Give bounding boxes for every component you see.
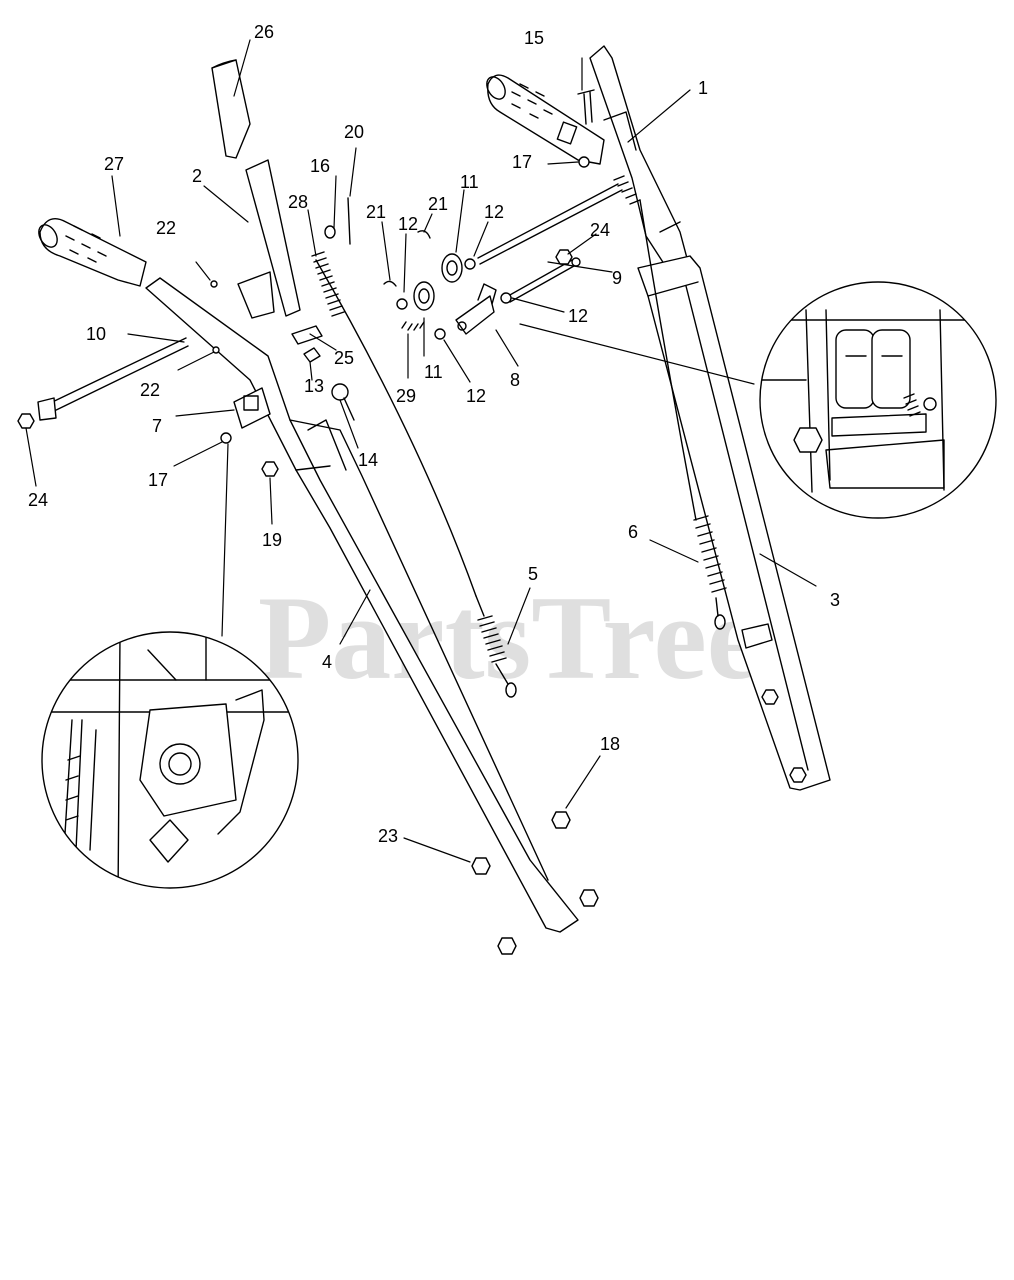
label-15: 15	[524, 28, 544, 48]
bracket-part-7	[233, 387, 271, 429]
label-14: 14	[358, 450, 378, 470]
label-7: 7	[152, 416, 162, 436]
label-9: 9	[612, 268, 622, 288]
label-2: 2	[192, 166, 202, 186]
label-4: 4	[322, 652, 332, 672]
right-handle-upper-part-1	[589, 45, 689, 271]
label-21-a: 21	[366, 202, 386, 222]
control-cable-right	[639, 199, 697, 521]
label-22-b: 22	[140, 380, 160, 400]
spring-part-28	[311, 251, 345, 317]
rod-part-9	[507, 257, 581, 303]
bracket-part-8	[455, 283, 497, 335]
pulley-part-11-lower	[413, 281, 435, 311]
rod-upper	[477, 183, 623, 265]
spring-part-29	[401, 321, 425, 331]
pin-part-13	[303, 347, 321, 363]
pin-part-15	[577, 89, 595, 125]
label-20: 20	[344, 122, 364, 142]
label-27: 27	[104, 154, 124, 174]
label-11-upper: 11	[460, 172, 479, 192]
control-cable-left	[315, 259, 485, 617]
label-11-lower: 11	[424, 362, 443, 382]
clip-part-20	[347, 197, 351, 245]
label-24-a: 24	[590, 220, 610, 240]
label-26: 26	[254, 22, 274, 42]
label-21-b: 21	[428, 194, 448, 214]
label-3: 3	[830, 590, 840, 610]
label-1: 1	[698, 78, 708, 98]
left-handle-main-part-4	[145, 277, 579, 933]
label-17-b: 17	[148, 470, 168, 490]
label-5: 5	[528, 564, 538, 584]
watermark: PartsTree	[258, 571, 760, 704]
right-handle-lower-part-3	[637, 255, 831, 791]
label-25: 25	[334, 348, 354, 368]
detail-circle-left	[41, 631, 299, 889]
label-18: 18	[600, 734, 620, 754]
label-12-d: 12	[466, 386, 486, 406]
spring-part-5	[477, 615, 517, 698]
label-12-b: 12	[484, 202, 504, 222]
label-12-a: 12	[398, 214, 418, 234]
label-22-a: 22	[156, 218, 176, 238]
label-12-c: 12	[568, 306, 588, 326]
label-10: 10	[86, 324, 106, 344]
right-grip	[486, 74, 605, 165]
small-hardware	[17, 156, 807, 955]
label-29: 29	[396, 386, 416, 406]
label-16: 16	[310, 156, 330, 176]
pulley-part-11-upper	[441, 253, 463, 283]
part-25	[291, 325, 323, 345]
label-13: 13	[304, 376, 324, 396]
label-6: 6	[628, 522, 638, 542]
spring-right-top	[613, 175, 641, 205]
label-8: 8	[510, 370, 520, 390]
label-23: 23	[378, 826, 398, 846]
rod-part-10	[37, 337, 189, 421]
left-grip-upper	[211, 59, 251, 159]
leader-lines	[25, 39, 817, 863]
pin-part-14	[331, 383, 355, 421]
label-17-a: 17	[512, 152, 532, 172]
label-24-b: 24	[28, 490, 48, 510]
left-grip-27	[38, 218, 147, 287]
washer-part-16	[324, 225, 336, 239]
left-handle-upper-part-2	[237, 159, 301, 319]
label-28: 28	[288, 192, 308, 212]
part-labels: 1 2 3 4 5 6 7 8 9 10 11 11 12 12 12 12 1…	[28, 22, 840, 846]
spring-part-6	[693, 515, 727, 630]
detail-circle-right	[759, 281, 997, 519]
label-19: 19	[262, 530, 282, 550]
clips-part-21	[383, 230, 431, 287]
